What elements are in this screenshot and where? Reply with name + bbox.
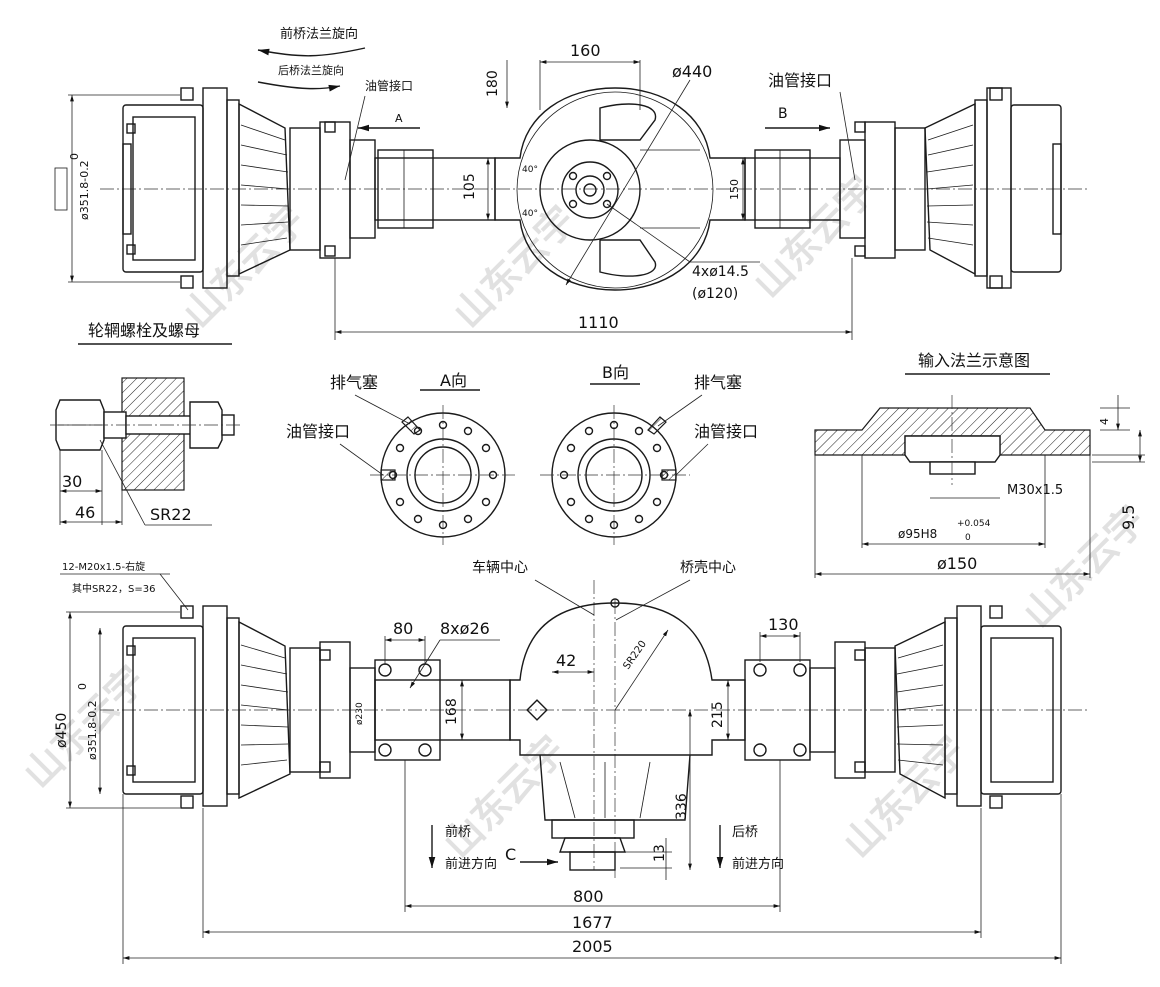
labels-rear-flange-rotation: 后桥法兰旋向	[278, 63, 344, 77]
labels-arrow-a: A	[395, 112, 403, 125]
labels-wheel-bolt-title: 轮辋螺栓及螺母	[88, 321, 200, 340]
dimensions-holes-8x: 8xø26	[440, 619, 490, 638]
view-a: A向 排气塞 油管接口	[286, 371, 515, 545]
dimensions-m30: M30x1.5	[1007, 483, 1063, 498]
labels-input-flange-title: 输入法兰示意图	[918, 351, 1030, 370]
dimensions-d168: 168	[444, 698, 460, 725]
dimensions-d3518-bot: ø351.8-0.2	[86, 700, 99, 760]
dimensions-d46: 46	[75, 503, 95, 522]
labels-vehicle-center: 车辆中心	[472, 559, 528, 576]
input-flange-detail: 输入法兰示意图 4 9.5 M30x1.5 ø95H8 +0.054 0 ø15…	[814, 351, 1145, 578]
view-b: B向 排气塞 油管接口	[540, 363, 758, 545]
top-view: 1110 ø351.8-0.2 0 160 ø440 180 105 150 4…	[54, 26, 1090, 340]
labels-rear-axle: 后桥	[732, 825, 758, 840]
dimensions-d2005: 2005	[572, 937, 613, 956]
dimensions-d4: 4	[1098, 418, 1111, 425]
dimensions-d180: 180	[485, 70, 501, 97]
dimensions-d130: 130	[768, 615, 799, 634]
labels-front-direction: 前进方向	[445, 856, 497, 872]
dimensions-d215: 215	[710, 701, 726, 728]
dimensions-sr220: SR220	[621, 639, 649, 672]
bottom-view: 12-M20x1.5-右旋 其中SR22，S=36 ø450 ø351.8-0.…	[54, 559, 1090, 964]
dimensions-d150-flange: ø150	[937, 554, 977, 573]
labels-front-axle: 前桥	[445, 824, 471, 840]
labels-bolt-spec-2: 其中SR22，S=36	[72, 582, 155, 595]
dimensions-d230: ø230	[355, 702, 365, 725]
dimensions-d800: 800	[573, 887, 604, 906]
labels-view-c: C	[505, 845, 516, 864]
dimensions-d450: ø450	[54, 713, 70, 748]
watermark-text-3: 山东云宇	[745, 168, 884, 307]
dimensions-d0-top: 0	[68, 153, 81, 160]
dimensions-d440: ø440	[672, 62, 712, 81]
dimensions-d9-5: 9.5	[1119, 505, 1138, 530]
dimensions-sr22: SR22	[150, 505, 192, 524]
dimensions-d160: 160	[570, 41, 601, 60]
dimensions-d336: 336	[674, 793, 690, 820]
dimensions-d95-tol-low: 0	[965, 533, 971, 543]
dimensions-d0-bot: 0	[76, 683, 89, 690]
labels-oil-port: 油管接口	[365, 78, 413, 93]
dimensions-angle-40a: 40°	[522, 165, 538, 175]
dimensions-d105: 105	[462, 173, 478, 200]
dimensions-d30: 30	[62, 472, 82, 491]
dimensions-d80: 80	[393, 619, 413, 638]
labels-oil-port-a: 油管接口	[286, 422, 350, 441]
dimensions-d95-tol-up: +0.054	[957, 519, 991, 529]
dimensions-holes-4x: 4xø14.5	[692, 264, 749, 280]
labels-rear-direction: 前进方向	[732, 856, 784, 872]
labels-front-flange-rotation: 前桥法兰旋向	[280, 26, 358, 42]
wheel-bolt-detail: 轮辋螺栓及螺母 30 46 SR22	[50, 321, 240, 526]
labels-arrow-b: B	[778, 106, 788, 122]
dimensions-d1677: 1677	[572, 913, 613, 932]
labels-view-a: A向	[440, 371, 467, 390]
labels-housing-center: 桥壳中心	[680, 559, 736, 576]
watermark-text-1: 山东云宇	[175, 198, 314, 337]
watermark-text-6: 山东云宇	[835, 728, 974, 867]
dimensions-d3518-top: ø351.8-0.2	[78, 160, 91, 220]
dimensions-d150-top: 150	[728, 179, 741, 200]
dimensions-d95: ø95H8	[898, 527, 937, 541]
labels-bolt-spec-1: 12-M20x1.5-右旋	[62, 560, 145, 573]
labels-breather-a: 排气塞	[330, 373, 378, 392]
labels-view-b: B向	[602, 363, 629, 382]
dimensions-angle-40b: 40°	[522, 209, 538, 219]
labels-breather-b: 排气塞	[694, 373, 742, 392]
dimensions-pcd-120: (ø120)	[692, 286, 738, 302]
dimensions-d1110: 1110	[578, 313, 619, 332]
dimensions-d13: 13	[652, 844, 668, 862]
watermark-text-2: 山东云宇	[445, 198, 584, 337]
dimensions-d42: 42	[556, 651, 576, 670]
labels-oil-port-b: 油管接口	[694, 422, 758, 441]
labels-oil-port-right: 油管接口	[768, 71, 832, 90]
